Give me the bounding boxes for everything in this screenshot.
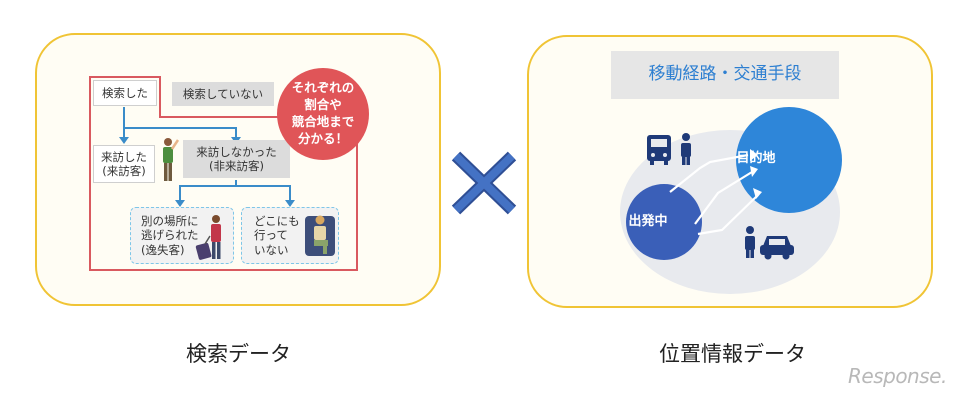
pointing-person-icon [163,138,180,181]
location-data-caption: 位置情報データ [659,342,806,366]
person-icon [681,133,691,165]
movement-diagram [620,107,842,294]
searched-box: 検索した [93,80,157,106]
not-visited-box: 来訪しなかった (非来訪客) [183,140,290,178]
departure-label: 出発中 [628,213,668,229]
car-icon [760,236,794,260]
seated-person-icon [305,215,335,256]
badge-circle: それぞれの 割合や 競合地まで 分かる！ [277,68,369,160]
route-arrows [669,153,759,236]
route-title-band: 移動経路・交通手段 [611,51,839,99]
traveler-with-suitcase-icon [195,215,221,260]
bus-icon [647,135,671,165]
destination-label: 目的地 [736,150,776,166]
person-icon [745,226,755,258]
not-searched-box: 検索していない [172,82,274,106]
response-watermark: Response. [848,364,947,388]
multiply-icon [451,151,517,215]
destination-circle [736,107,842,213]
departure-circle [626,184,702,260]
visited-box: 来訪した (来訪客) [93,145,155,183]
search-data-caption: 検索データ [186,342,291,366]
